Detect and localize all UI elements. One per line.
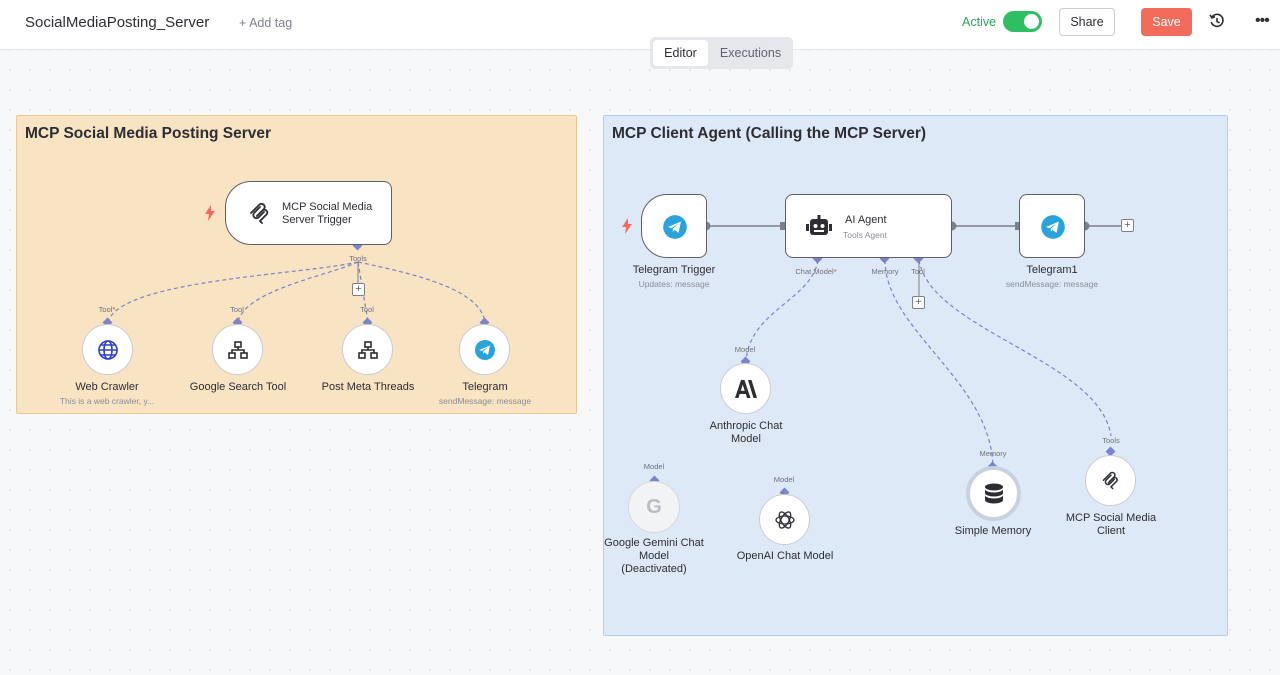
node-sublabel: sendMessage: message — [1005, 279, 1099, 289]
node-label-line: Anthropic Chat — [709, 420, 783, 432]
sticky-title: MCP Client Agent (Calling the MCP Server… — [612, 125, 927, 142]
trigger-bolt-icon — [622, 218, 632, 234]
node-subtitle: Tools Agent — [843, 230, 887, 240]
view-tabs: Editor Executions — [650, 37, 793, 69]
node-label-line: (Deactivated) — [621, 563, 687, 575]
node-label: MCP Social Media Client — [1066, 512, 1156, 538]
openai-icon — [774, 510, 795, 529]
workflow-name[interactable]: SocialMediaPosting_Server — [25, 14, 210, 31]
node-title-line: Server Trigger — [282, 214, 352, 226]
sitemap-icon — [227, 340, 248, 359]
add-tag-button[interactable]: + Add tag — [239, 16, 293, 30]
input-port — [780, 222, 785, 230]
node-label-line: Model — [639, 550, 669, 562]
port-label-chat-model: Chat Model* — [795, 267, 837, 276]
save-button[interactable]: Save — [1141, 8, 1192, 36]
simple-memory-node[interactable] — [966, 466, 1021, 521]
mcp-social-media-client-node[interactable] — [1085, 455, 1136, 506]
telegram-icon — [1041, 215, 1065, 239]
node-title: MCP Social Media Server Trigger — [282, 201, 372, 227]
port-label-model: Model — [643, 462, 665, 471]
node-label: Google Search Tool — [189, 381, 287, 393]
port-label-text: Chat Model — [795, 267, 834, 276]
telegram-tool-node[interactable] — [459, 324, 510, 375]
tab-editor[interactable]: Editor — [653, 40, 708, 66]
sitemap-icon — [357, 340, 378, 359]
openai-chat-model-node[interactable] — [759, 494, 810, 545]
database-icon — [984, 483, 1003, 503]
port-label-model: Model — [734, 345, 756, 354]
mcp-server-trigger-node[interactable]: MCP Social Media Server Trigger — [225, 181, 392, 245]
globe-icon — [97, 339, 118, 360]
node-label-line: Google Gemini Chat — [604, 537, 704, 549]
google-gemini-chat-model-node[interactable]: G — [628, 481, 680, 533]
add-tool-button[interactable]: + — [352, 283, 365, 296]
top-bar: SocialMediaPosting_Server + Add tag Acti… — [0, 0, 1280, 50]
connection-line — [357, 261, 486, 323]
more-options-icon[interactable]: ••• — [1255, 12, 1270, 29]
post-meta-threads-node[interactable] — [342, 324, 393, 375]
node-label-line: Model — [731, 433, 761, 445]
node-label: Telegram — [462, 381, 508, 393]
connection-line — [884, 259, 994, 467]
node-title-line: MCP Social Media — [282, 201, 373, 213]
google-icon: G — [646, 495, 662, 518]
port-label-tools: Tools — [349, 254, 367, 263]
node-label-line: Client — [1096, 525, 1126, 537]
telegram-trigger-node[interactable] — [641, 194, 707, 258]
connection-line — [237, 261, 359, 323]
telegram-icon — [474, 339, 495, 360]
port-label-memory: Memory — [979, 449, 1007, 458]
telegram1-node[interactable] — [1019, 194, 1085, 258]
port-label-tool: Tool — [911, 267, 925, 276]
node-sublabel: Updates: message — [638, 279, 710, 289]
web-crawler-node[interactable] — [82, 324, 133, 375]
node-sublabel: sendMessage: message — [438, 396, 532, 406]
add-node-button[interactable]: + — [1121, 219, 1134, 232]
history-icon[interactable] — [1208, 12, 1226, 30]
port-label-tool: Tool — [360, 305, 374, 314]
node-label: Telegram Trigger — [632, 264, 716, 276]
node-label: Telegram1 — [1026, 264, 1078, 276]
active-toggle[interactable] — [1003, 11, 1042, 32]
port-label-tool: Tool — [230, 305, 244, 314]
mcp-icon — [250, 202, 269, 224]
node-label: OpenAI Chat Model — [736, 550, 834, 562]
port-label-tools: Tools — [1102, 436, 1120, 445]
google-search-tool-node[interactable] — [212, 324, 263, 375]
port-label-memory: Memory — [871, 267, 899, 276]
active-label: Active — [962, 15, 997, 29]
add-tool-button[interactable]: + — [912, 296, 925, 309]
share-button[interactable]: Share — [1059, 8, 1115, 36]
input-port — [1015, 222, 1020, 230]
anthropic-chat-model-node[interactable] — [720, 363, 771, 414]
port-label-model: Model — [773, 475, 795, 484]
sticky-title: MCP Social Media Posting Server — [25, 125, 272, 142]
port-label-text: Tool — [98, 305, 113, 314]
port-label-tool: Tool* — [98, 305, 116, 314]
port-diamond — [1105, 446, 1116, 457]
mcp-icon — [1102, 471, 1118, 489]
tab-executions[interactable]: Executions — [719, 46, 782, 60]
connection-line — [918, 259, 1112, 437]
ai-agent-node[interactable]: AI Agent Tools Agent — [785, 194, 952, 258]
telegram-icon — [663, 215, 687, 239]
node-label: Post Meta Threads — [321, 381, 415, 393]
anthropic-icon — [734, 379, 757, 398]
node-label: Anthropic Chat Model — [710, 420, 783, 446]
node-label-line: MCP Social Media — [1065, 512, 1157, 524]
trigger-bolt-icon — [205, 205, 215, 221]
node-label: Simple Memory — [954, 525, 1032, 537]
robot-icon — [806, 215, 832, 235]
node-title: AI Agent — [845, 214, 887, 226]
node-label: Google Gemini Chat Model (Deactivated) — [604, 537, 704, 576]
node-label: Web Crawler — [75, 381, 139, 393]
node-sublabel: This is a web crawler, y... — [59, 396, 155, 406]
connection-line — [107, 261, 359, 323]
toggle-knob — [1024, 14, 1039, 29]
